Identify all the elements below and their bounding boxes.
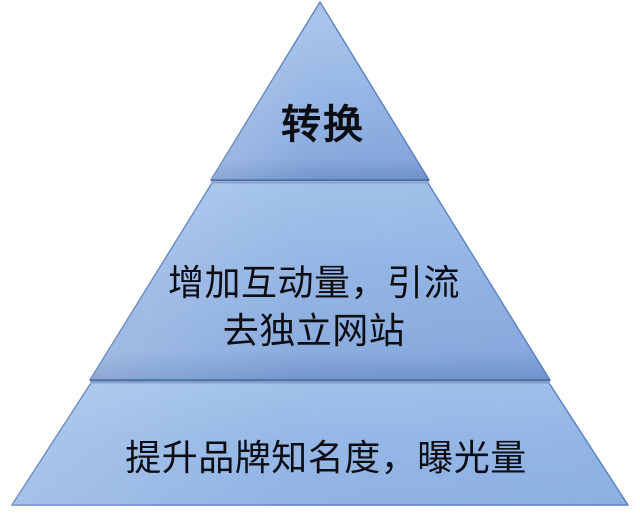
tier-divider-upper <box>211 179 429 184</box>
pyramid-tier-top[interactable] <box>210 1 430 181</box>
pyramid-tier-middle-label-line2: 去独立网站 <box>222 311 406 352</box>
pyramid-tier-bottom[interactable] <box>11 382 629 506</box>
pyramid-tier-bottom-label: 提升品牌知名度，曝光量 <box>125 438 527 478</box>
pyramid-tier-top-label: 转换 <box>281 102 365 148</box>
pyramid-tier-middle-label: 增加互动量，引流 去独立网站 <box>0 262 634 353</box>
pyramid-tier-middle-label-line1: 增加互动量，引流 <box>167 263 460 303</box>
tier-divider-lower <box>90 379 550 384</box>
